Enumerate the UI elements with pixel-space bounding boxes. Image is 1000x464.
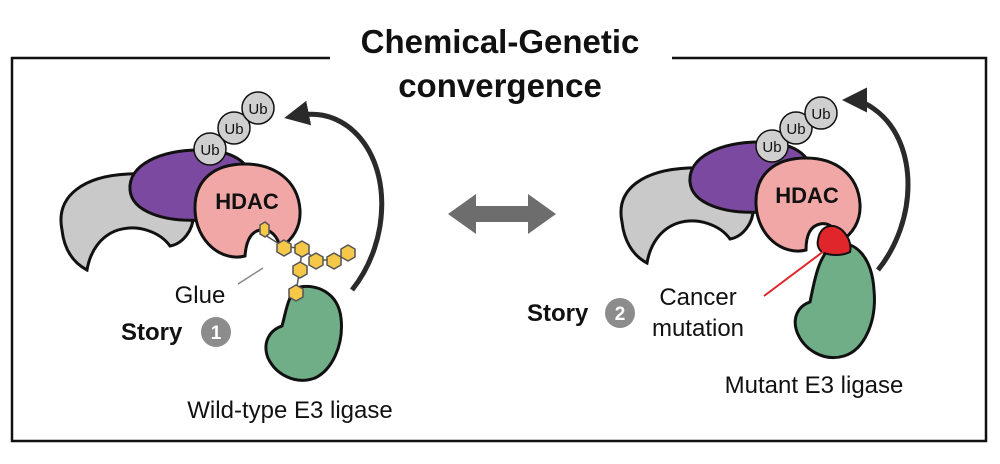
frame-border — [10, 56, 988, 443]
left-panel: Ub Ub Ub HDAC Glue Story 1 Wild-type E3 … — [59, 91, 393, 424]
story-label-right: Story — [527, 300, 589, 327]
ubiquitin-label-right-3: Ub — [811, 106, 830, 123]
ubiquitin-chain-right: Ub Ub Ub — [755, 96, 838, 163]
title-line-2: convergence — [398, 67, 602, 104]
mutation-label-line2: mutation — [652, 315, 744, 342]
right-panel: Ub Ub Ub HDAC Story 2 Cancer mutation Mu… — [527, 87, 911, 399]
ubiquitin-circle-right-1 — [755, 129, 789, 163]
ligase-label-right: Mutant E3 ligase — [725, 372, 904, 399]
ubiquitin-chain-left: Ub Ub Ub — [193, 91, 275, 166]
ubiquitin-circle-right-2 — [779, 111, 813, 145]
title-line-1: Chemical-Genetic — [360, 23, 640, 60]
hdac-label-right: HDAC — [775, 183, 839, 208]
mutation-label-line1: Cancer — [659, 284, 736, 311]
ubiquitination-arrow-right — [842, 87, 911, 272]
ubiquitin-circle-left-2 — [217, 111, 251, 145]
ubiquitin-circle-left-3 — [241, 91, 275, 125]
mutation-pointer-line — [763, 247, 829, 297]
ubiquitin-label-left-1: Ub — [200, 142, 219, 159]
glue-molecule — [259, 221, 356, 302]
story-number-left: 1 — [211, 323, 222, 344]
e3-ligase-left — [264, 284, 343, 382]
story-label-left: Story — [121, 319, 183, 346]
ubiquitin-circle-right-3 — [804, 96, 838, 130]
ubiquitin-circle-left-1 — [193, 132, 227, 166]
ubiquitin-label-left-3: Ub — [248, 101, 267, 118]
convergence-double-arrow — [448, 194, 556, 234]
story-badge-right — [605, 298, 635, 328]
ligase-label-left: Wild-type E3 ligase — [187, 397, 392, 424]
e3-ligase-right — [793, 241, 876, 359]
cancer-mutation-site — [816, 224, 852, 256]
ubiquitin-label-right-1: Ub — [762, 139, 781, 156]
glue-pointer-line — [237, 267, 264, 285]
ubiquitination-arrow-left — [284, 100, 385, 292]
glue-label: Glue — [175, 282, 226, 309]
ubiquitin-label-right-2: Ub — [786, 121, 805, 138]
ubiquitin-label-left-2: Ub — [224, 121, 243, 138]
story-number-right: 2 — [615, 304, 626, 325]
story-badge-left — [201, 317, 231, 347]
hdac-label-left: HDAC — [215, 189, 279, 214]
